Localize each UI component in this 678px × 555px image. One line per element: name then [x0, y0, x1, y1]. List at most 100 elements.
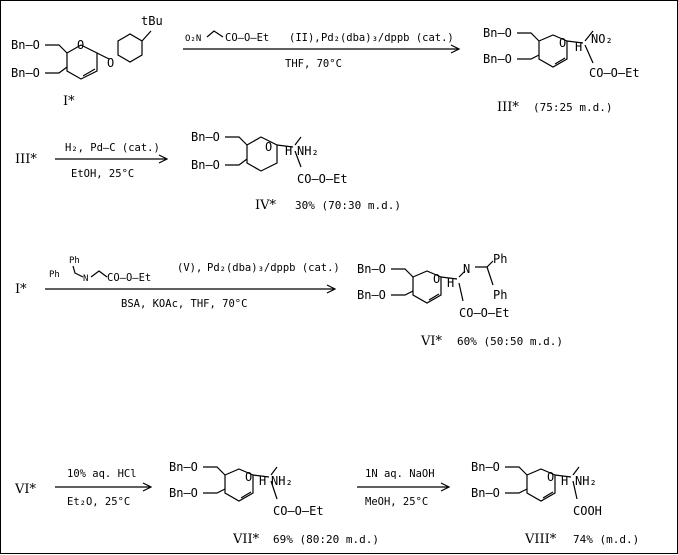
- aryl-oxygen: O: [107, 56, 114, 70]
- reaction-arrow-4: 10% aq. HCl Et₂O, 25°C: [55, 468, 153, 508]
- ester-label: CO–O–Et: [273, 504, 324, 518]
- bn-o-label: Bn–O: [11, 38, 40, 52]
- ring-oxygen: O: [77, 38, 84, 52]
- h-label: H: [561, 474, 568, 488]
- ch2-bond: [391, 268, 414, 278]
- bn-o-label: Bn–O: [11, 66, 40, 80]
- compound-label: IV*: [255, 198, 277, 213]
- phenyl-ring: [117, 33, 143, 63]
- ch2-bond: [517, 32, 540, 42]
- side-chain-bond: [554, 474, 572, 478]
- arrow-head: [450, 44, 461, 54]
- h-label: H: [447, 276, 454, 290]
- conditions-label: BSA, KOAc, THF, 70°C: [121, 298, 247, 310]
- amine-group: NH₂: [575, 474, 597, 488]
- compound-IV: Bn–O Bn–O O H NH₂ CO–O–Et IV* 30% (70:30…: [191, 130, 401, 213]
- arrow-head: [142, 482, 153, 492]
- ch2-bond: [45, 44, 68, 54]
- phenyl-label: Ph: [69, 256, 80, 266]
- double-bond: [82, 68, 96, 77]
- o-bond: [505, 488, 528, 494]
- reagent-bond: [90, 270, 108, 278]
- imine-n-bond: [458, 270, 466, 278]
- side-chain-bond: [566, 40, 584, 44]
- reagent-label: 10% aq. HCl: [67, 468, 137, 480]
- compound-VII: Bn–O Bn–O O H NH₂ CO–O–Et VII* 69% (80:2…: [169, 460, 379, 547]
- ring-oxygen: O: [265, 140, 272, 154]
- compound-label: VII*: [232, 532, 260, 547]
- double-bond: [240, 491, 252, 499]
- ester-bond: [584, 44, 594, 64]
- ring-oxygen: O: [245, 470, 252, 484]
- h-label: H: [285, 144, 292, 158]
- nitro-bond: [584, 30, 594, 42]
- yield-note: 60% (50:50 m.d.): [457, 335, 563, 348]
- compound-VIII: Bn–O Bn–O O H NH₂ COOH VIII* 74% (m.d.): [471, 460, 639, 547]
- compound-I: Bn–O Bn–O O O tBu I*: [11, 14, 163, 109]
- compound-III: Bn–O Bn–O O H NO₂ CO–O–Et III* (75:25 m.…: [483, 26, 640, 115]
- yield-note: 74% (m.d.): [573, 533, 639, 546]
- ester-label: CO–O–Et: [459, 306, 510, 320]
- arrow-head: [158, 154, 169, 164]
- compound-label: VI*: [420, 334, 443, 349]
- ch2-bond: [203, 466, 226, 476]
- side-chain-bond: [440, 276, 458, 280]
- h-label: H: [259, 474, 266, 488]
- conditions-label: EtOH, 25°C: [71, 168, 134, 180]
- o-bond: [203, 488, 226, 494]
- pyran-ring: [412, 270, 442, 304]
- start-label: I*: [15, 282, 27, 297]
- o-bond: [225, 158, 248, 166]
- acid-bond: [572, 480, 578, 500]
- bn-o-label: Bn–O: [169, 486, 198, 500]
- phenyl-bond: [486, 266, 494, 286]
- start-label: III*: [15, 152, 37, 167]
- bn-o-label: Bn–O: [169, 460, 198, 474]
- bn-o-label: Bn–O: [483, 52, 512, 66]
- tbu-bond: [141, 30, 152, 42]
- nitro-label: O₂N: [185, 34, 201, 44]
- ring-oxygen: O: [559, 36, 566, 50]
- bn-o-label: Bn–O: [191, 130, 220, 144]
- ring-oxygen: O: [433, 272, 440, 286]
- conditions-label: MeOH, 25°C: [365, 496, 428, 508]
- ester-label: CO–O–Et: [225, 32, 269, 44]
- aryl-o-bond: [96, 52, 110, 60]
- side-chain-bond: [276, 144, 294, 148]
- amine-group: NH₂: [297, 144, 319, 158]
- compound-label: VIII*: [524, 532, 557, 547]
- bn-o-label: Bn–O: [471, 486, 500, 500]
- amine-bond: [572, 466, 580, 476]
- reaction-arrow-2: H₂, Pd–C (cat.) EtOH, 25°C: [55, 142, 169, 180]
- reaction-arrow-3: Ph Ph N CO–O–Et (V), Pd₂(dba)₃/dppb (cat…: [45, 256, 340, 310]
- o-bond: [391, 290, 414, 296]
- imine-bond: [72, 265, 84, 278]
- reagent-tag: (II),: [289, 32, 321, 44]
- conditions-label: Et₂O, 25°C: [67, 496, 130, 508]
- arrow-head: [326, 284, 337, 294]
- ch2-bond: [225, 136, 248, 146]
- bn-o-label: Bn–O: [483, 26, 512, 40]
- double-bond: [554, 57, 566, 65]
- ch2-bond: [505, 466, 528, 476]
- bn-o-label: Bn–O: [191, 158, 220, 172]
- yield-note: 69% (80:20 m.d.): [273, 533, 379, 546]
- ester-bond: [458, 282, 464, 302]
- imine-bond: [475, 260, 494, 268]
- pyran-ring: [66, 44, 98, 80]
- reaction-arrow-1: O₂N CO–O–Et (II), Pd₂(dba)₃/dppb (cat.) …: [183, 30, 461, 70]
- nitrogen-label: N: [463, 262, 470, 276]
- compound-VI: Bn–O Bn–O O H N Ph Ph CO–O–Et VI* 60% (5…: [357, 252, 563, 349]
- nitrogen-label: N: [83, 274, 88, 284]
- yield-note: 30% (70:30 m.d.): [295, 199, 401, 212]
- double-bond: [428, 293, 440, 301]
- h-label: H: [575, 40, 582, 54]
- phenyl-label: Ph: [493, 288, 507, 302]
- double-bond: [542, 491, 554, 499]
- o-bond: [45, 66, 68, 74]
- pyran-ring: [224, 468, 254, 502]
- reagent-label: H₂, Pd–C (cat.): [65, 142, 160, 154]
- ester-label: CO–O–Et: [589, 66, 640, 80]
- pyran-ring: [526, 468, 556, 502]
